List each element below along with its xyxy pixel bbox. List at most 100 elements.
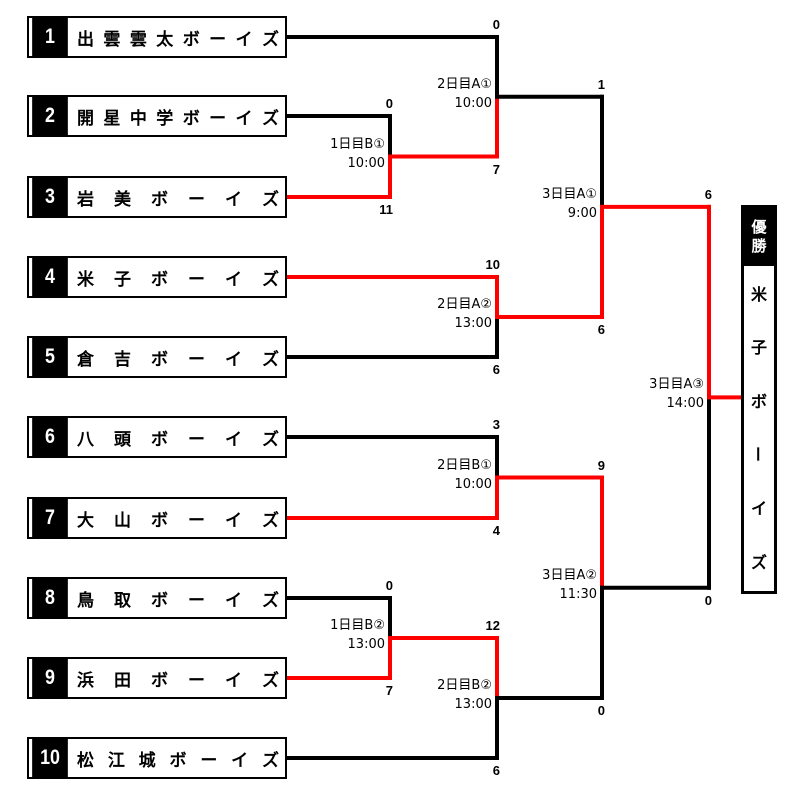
team-name-char: イ: [235, 108, 253, 129]
team-name-char: ボ: [151, 590, 168, 611]
team-name-char: イ: [225, 590, 242, 611]
score-bottom: 6: [597, 322, 605, 337]
champion-name-char: イ: [750, 499, 767, 519]
team-name-char: 岩: [77, 189, 94, 210]
champion-heading: 優 勝: [744, 208, 774, 266]
champion-name-char: ズ: [750, 553, 767, 573]
score-bottom: 6: [492, 362, 500, 377]
champion-name-char: ボ: [750, 392, 767, 412]
team-seed: 9: [32, 659, 68, 697]
match-name: 2日目A②: [437, 297, 492, 312]
team-name-char: ズ: [262, 670, 279, 691]
team-name-char: イ: [225, 189, 242, 210]
team-name-char: 星: [103, 108, 121, 129]
team-name-char: 美: [114, 189, 131, 210]
team-name-char: ー: [188, 670, 205, 691]
team-name-char: 雲: [129, 29, 147, 50]
team-name-char: 吉: [114, 349, 131, 370]
score-bottom: 4: [492, 523, 500, 538]
champion-heading-char: 優: [751, 218, 767, 236]
team-name-char: ボ: [151, 510, 168, 531]
team-seed: 2: [32, 97, 68, 135]
team-name-char: イ: [225, 269, 242, 290]
team-name-char: 雲: [103, 29, 121, 50]
team-name-char: ボ: [151, 670, 168, 691]
match-time: 9:00: [567, 205, 597, 221]
team-name-char: 開: [77, 108, 94, 129]
champion-name: 米 子 ボ ー イ ズ: [744, 266, 774, 588]
team-seed: 5: [32, 338, 68, 376]
match-name: 2日目A①: [437, 76, 492, 92]
team-name-char: 江: [107, 750, 125, 771]
champion-box: 優 勝 米 子 ボ ー イ ズ: [741, 205, 777, 594]
team-name: 出雲雲太ボーイズ: [71, 18, 285, 56]
match-name: 3日目A②: [542, 567, 597, 583]
team-name: 八頭ボーイズ: [71, 418, 285, 456]
team-name: 松江城ボーイズ: [71, 739, 285, 777]
match-name: 1日目B②: [330, 618, 385, 633]
team-name-char: ボ: [151, 349, 168, 370]
match-time: 13:00: [454, 316, 492, 331]
team-name-char: ー: [188, 349, 205, 370]
team-name-char: ボ: [151, 429, 168, 450]
score-top: 0: [385, 96, 393, 111]
champion-name-char: 米: [750, 284, 767, 304]
team-name-char: ボ: [182, 29, 200, 50]
team-name: 鳥取ボーイズ: [71, 579, 285, 617]
match-time: 13:00: [454, 697, 492, 712]
score-bottom: 6: [492, 763, 500, 778]
team-seed: 4: [32, 258, 68, 296]
score-bottom: 7: [385, 683, 393, 698]
team-name-char: イ: [225, 429, 242, 450]
match-label: 2日目A① 10:00: [382, 75, 492, 113]
team-name-char: イ: [225, 670, 242, 691]
score-top: 1: [597, 76, 605, 92]
team-name: 開星中学ボーイズ: [71, 97, 285, 135]
team-name-char: ズ: [262, 269, 279, 290]
team-name-char: 田: [114, 670, 131, 691]
team-name-char: ー: [188, 510, 205, 531]
team-name-char: ー: [209, 29, 227, 50]
team-name-char: ー: [200, 750, 218, 771]
match-time: 11:30: [559, 586, 597, 602]
team-name-char: 松: [77, 750, 94, 771]
team-name-char: ズ: [262, 349, 279, 370]
score-top: 10: [485, 257, 500, 272]
team-name-char: 城: [138, 750, 156, 771]
match-name: 2日目B②: [437, 678, 492, 693]
match-time: 10:00: [454, 95, 492, 111]
team-name-char: ボ: [151, 189, 168, 210]
score-top: 12: [485, 618, 500, 633]
team-name-char: ボ: [151, 269, 168, 290]
team-name-char: 太: [156, 29, 174, 50]
team-name-char: 八: [77, 429, 94, 450]
team-name-char: 出: [77, 29, 94, 50]
team-seed: 10: [32, 739, 68, 777]
team-name-char: イ: [231, 750, 249, 771]
match-time: 10:00: [454, 476, 492, 492]
score-bottom: 0: [704, 592, 712, 608]
score-bottom: 0: [597, 703, 605, 718]
team-name-char: 子: [114, 269, 131, 290]
team-name: 浜田ボーイズ: [71, 659, 285, 697]
team-name-char: ズ: [262, 590, 279, 611]
team-name: 倉吉ボーイズ: [71, 338, 285, 376]
team-seed: 6: [32, 418, 68, 456]
team-name-char: ボ: [182, 108, 200, 129]
team-name-char: 中: [129, 108, 147, 129]
team-name: 岩美ボーイズ: [71, 178, 285, 216]
team-seed: 3: [32, 178, 68, 216]
score-top: 0: [492, 17, 500, 32]
match-time: 13:00: [347, 637, 385, 652]
champion-name-char: ー: [747, 445, 767, 462]
